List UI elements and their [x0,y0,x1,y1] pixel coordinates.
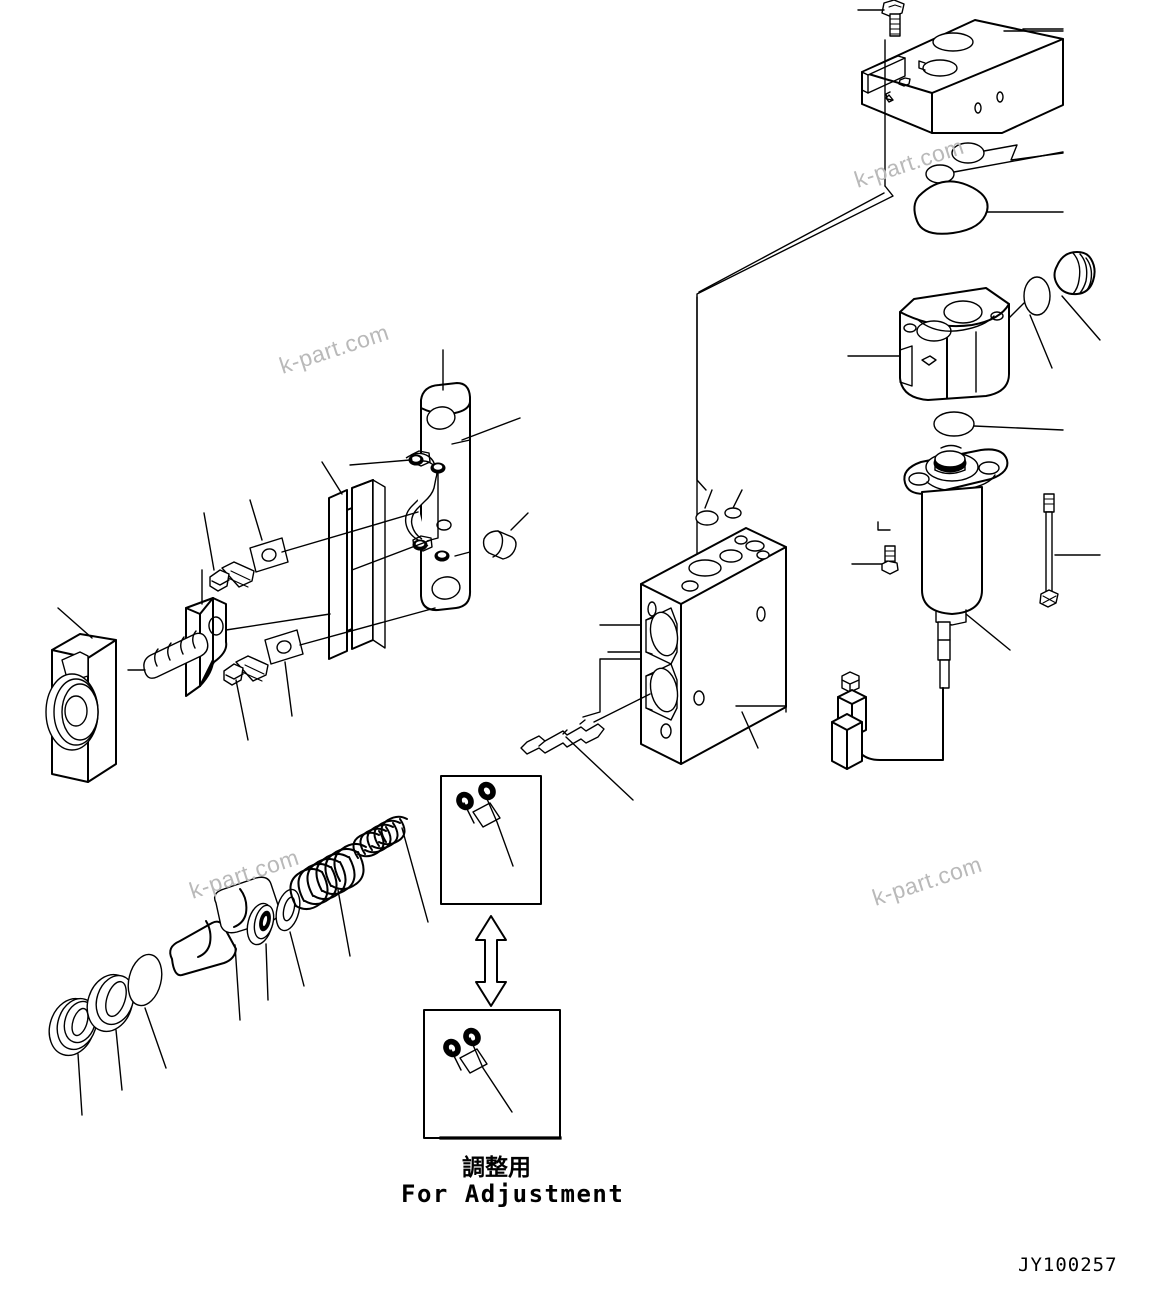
leader-washer-upper [249,499,263,541]
part-pin-roller [482,530,517,560]
detail-box-lower [423,1009,561,1139]
part-bolt-lower [223,655,269,686]
part-bolt-upper [209,561,255,592]
leader-o-ring-housing-b [1008,302,1025,319]
leader-bracket-cover [321,461,343,495]
leader-washer-lower [284,661,293,717]
leader-o-ring-housing [1029,314,1053,369]
part-long-stud-bolt [1039,493,1059,608]
leader-linkage-arm [349,459,411,466]
leader-port-a [704,489,713,509]
leader-center-valve-b [582,658,642,718]
leader-plug-cap [1061,295,1101,341]
caption-japanese: 調整用 [462,1155,531,1181]
caption-english: For Adjustment [401,1180,625,1208]
part-o-ring-housing-lower [933,411,975,437]
leader-long-path-a [696,185,894,491]
part-cover-housing [899,287,1010,401]
part-connector-plug [831,671,867,770]
part-bracket-cover [328,479,386,660]
figure-number: JY100257 [1018,1254,1118,1276]
leader-center-valve-c [735,705,787,713]
leader-seal-outer [77,1053,83,1116]
part-o-ring-plunger [127,953,163,1007]
leader-pin-roller [510,512,529,531]
part-solenoid-body [921,486,983,689]
part-washer-upper [249,537,289,573]
part-seal-ring-inner [86,973,135,1033]
leader-plunger-piston [234,944,241,1021]
part-gasket-seal-upper [913,180,989,235]
leader-o-ring-upper2 [953,151,1064,173]
leader-washer-lower-b [299,607,436,646]
part-spool-rod [520,719,605,755]
leader-bolt-lower [235,679,249,741]
group-detail-boxes [423,775,561,1139]
part-seal-ring-outer [48,997,98,1057]
part-center-valve-body [640,527,787,765]
leader-mounting-bolt-a [877,521,891,531]
leader-spring-inner [401,827,429,923]
part-o-ring-housing-upper [1023,276,1051,316]
bore-lower [645,663,679,721]
part-solenoid-flange [903,444,1009,495]
leader-spring-seat [265,943,269,1001]
part-stud-bracket [143,597,228,697]
part-washer-lower [264,629,304,665]
leader-o-ring-housing-lower [973,425,1064,431]
part-plug-cap [1053,251,1096,296]
group-solenoid-cap-assembly [847,251,1101,437]
part-link-plate [420,382,472,612]
leader-long-path-b [698,192,885,293]
bore-upper [645,607,679,665]
part-port-o-ring-b [724,507,742,519]
part-port-o-ring-a [695,510,719,526]
part-boot-block [45,633,117,783]
detail-box-upper [440,775,542,905]
leader-boot-block [57,607,93,639]
leader-spring-outer [337,889,351,957]
leader-stud-bracket-b [225,613,331,631]
leader-washer-spring [289,931,305,987]
group-spring-plunger-assembly [48,815,429,1116]
leader-seal-inner [115,1029,123,1091]
group-linkage-assembly [45,349,529,783]
leader-spool-rod [565,736,634,801]
leader-solenoid-body [965,613,1011,651]
part-spring-inner [352,815,408,859]
detail-link-arrow [475,915,507,1007]
leader-bracket-cover-b [351,539,432,571]
part-spring-seat [246,902,275,946]
leader-washer-upper-b [281,511,419,553]
part-solenoid-mounting-bolt [881,545,899,575]
part-pin-hole [436,519,452,531]
leader-bolt-upper [203,512,215,571]
group-solenoid-assembly [831,444,1101,770]
leader-link-plate-b [461,417,521,441]
leader-spool-rod-b [593,693,651,723]
part-o-ring-upper-small [951,142,985,164]
part-socket-bolt-top [881,0,905,37]
leader-center-valve-d [741,711,759,749]
group-upper-valve-block [607,0,1064,653]
part-spring-outer [289,843,367,910]
group-center-valve-body [520,489,787,801]
leader-o-ring-plunger [144,1007,167,1069]
